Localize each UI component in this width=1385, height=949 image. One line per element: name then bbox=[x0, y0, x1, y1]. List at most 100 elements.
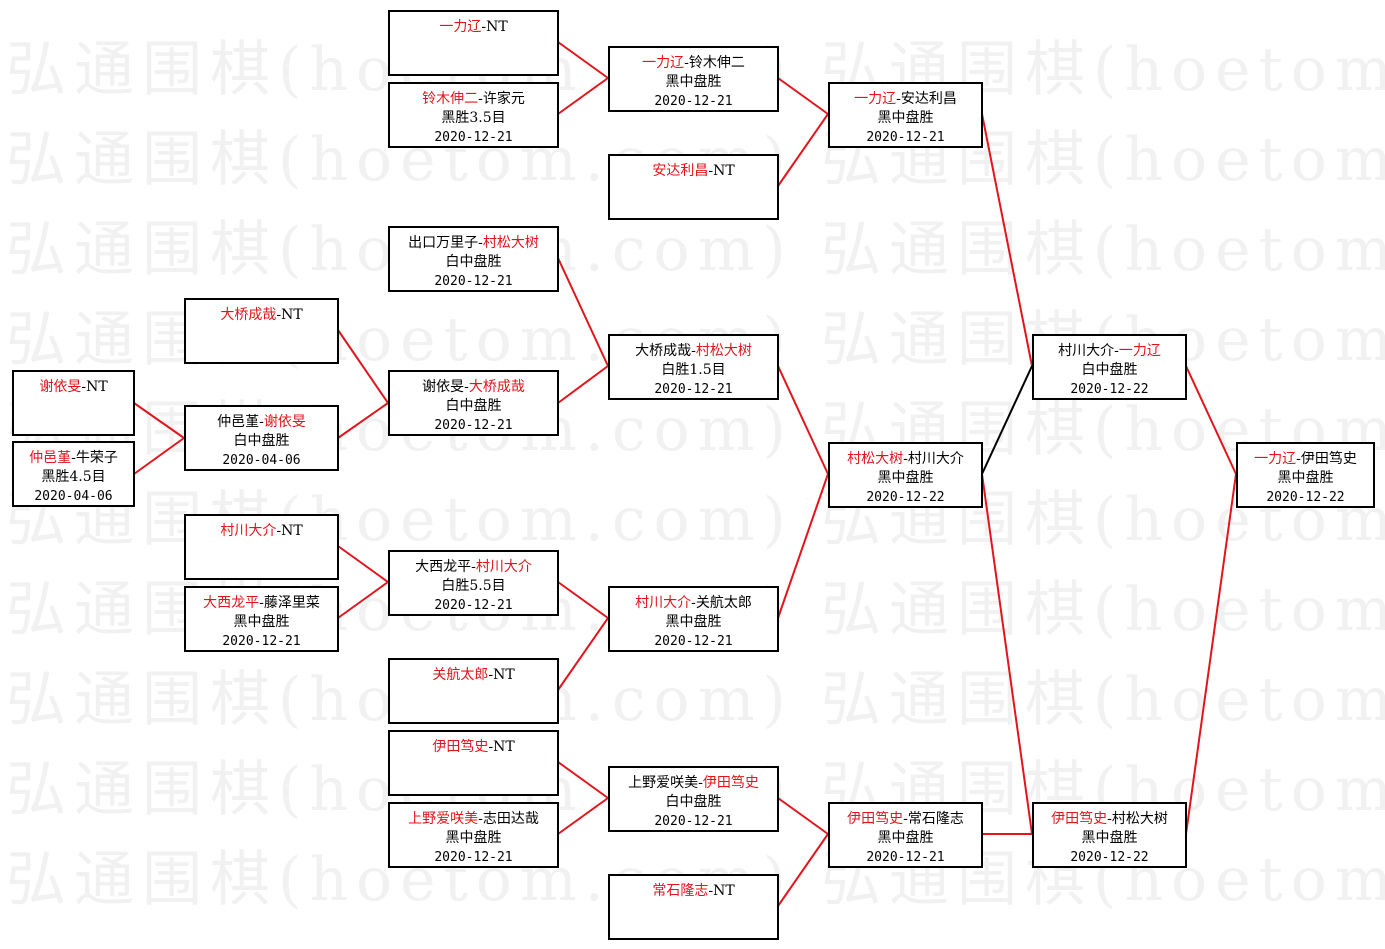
match-date bbox=[390, 56, 557, 75]
match-players: 常石隆志-NT bbox=[652, 883, 735, 899]
match-box: 村川大介-NT bbox=[184, 514, 339, 580]
player-two: 一力辽 bbox=[1118, 343, 1161, 359]
connector-line bbox=[557, 617, 609, 691]
match-box: 村松大树-村川大介 黑中盘胜 2020-12-22 bbox=[828, 442, 983, 508]
connector-line bbox=[337, 402, 389, 439]
player-one: 伊田笃史 bbox=[847, 811, 904, 827]
match-date: 2020-12-21 bbox=[866, 130, 945, 145]
match-result: 黑中盘胜 bbox=[665, 614, 722, 630]
player-one: 一力辽 bbox=[854, 91, 897, 107]
match-box: 上野爱咲美-伊田笃史 白中盘胜 2020-12-21 bbox=[608, 766, 779, 832]
player-two: 伊田笃史 bbox=[1300, 451, 1357, 467]
connector-line bbox=[777, 365, 829, 475]
match-result bbox=[610, 181, 777, 200]
match-players: 村松大树-村川大介 bbox=[847, 451, 964, 467]
player-one: 村川大介 bbox=[1058, 343, 1115, 359]
connector-line bbox=[777, 797, 829, 835]
match-result bbox=[390, 37, 557, 56]
match-result bbox=[186, 325, 337, 344]
player-two: 大桥成哉 bbox=[468, 379, 525, 395]
match-result: 白中盘胜 bbox=[445, 398, 502, 414]
match-box: 仲邑堇-牛荣子 黑胜4.5目 2020-04-06 bbox=[12, 441, 135, 507]
player-two: 牛荣子 bbox=[75, 450, 118, 466]
match-box: 大桥成哉-NT bbox=[184, 298, 339, 364]
match-date bbox=[610, 200, 777, 219]
match-players: 大桥成哉-NT bbox=[220, 307, 303, 323]
player-two: 藤泽里菜 bbox=[263, 595, 320, 611]
player-two: 村川大介 bbox=[475, 559, 532, 575]
match-result: 黑中盘胜 bbox=[1277, 470, 1334, 486]
match-players: 村川大介-一力辽 bbox=[1058, 343, 1161, 359]
player-two: 志田达哉 bbox=[482, 811, 539, 827]
connector-line bbox=[777, 473, 829, 619]
connector-line bbox=[557, 77, 609, 115]
match-box: 出口万里子-村松大树 白中盘胜 2020-12-21 bbox=[388, 226, 559, 292]
match-box: 一力辽-铃木伸二 黑中盘胜 2020-12-21 bbox=[608, 46, 779, 112]
player-one: 村川大介 bbox=[220, 523, 277, 539]
match-players: 村川大介-NT bbox=[220, 523, 303, 539]
connector-line bbox=[1185, 473, 1237, 835]
player-one: 一力辽 bbox=[439, 19, 482, 35]
match-box: 伊田笃史-NT bbox=[388, 730, 559, 796]
match-players: 谢依旻-NT bbox=[39, 379, 108, 395]
match-result: 白中盘胜 bbox=[233, 433, 290, 449]
connector-line bbox=[337, 329, 389, 404]
connector-line bbox=[133, 437, 185, 475]
match-result: 黑中盘胜 bbox=[1081, 830, 1138, 846]
player-one: 大西龙平 bbox=[415, 559, 472, 575]
match-players: 一力辽-NT bbox=[439, 19, 508, 35]
match-box: 大西龙平-村川大介 白胜5.5目 2020-12-21 bbox=[388, 550, 559, 616]
player-two: NT bbox=[281, 307, 303, 323]
connector-line bbox=[133, 402, 185, 439]
match-box: 谢依旻-大桥成哉 白中盘胜 2020-12-21 bbox=[388, 370, 559, 436]
match-result: 黑胜4.5目 bbox=[41, 469, 106, 485]
player-one: 大桥成哉 bbox=[635, 343, 692, 359]
match-players: 大西龙平-村川大介 bbox=[415, 559, 532, 575]
match-players: 大桥成哉-村松大树 bbox=[635, 343, 752, 359]
match-players: 仲邑堇-牛荣子 bbox=[29, 450, 118, 466]
match-date: 2020-12-21 bbox=[434, 850, 513, 865]
match-box: 关航太郎-NT bbox=[388, 658, 559, 724]
match-date: 2020-12-22 bbox=[1070, 850, 1149, 865]
player-one: 关航太郎 bbox=[432, 667, 489, 683]
match-players: 仲邑堇-谢依旻 bbox=[217, 414, 306, 430]
match-date bbox=[610, 920, 777, 939]
player-one: 村松大树 bbox=[847, 451, 904, 467]
match-date bbox=[14, 416, 133, 435]
player-two: NT bbox=[86, 379, 108, 395]
match-box: 铃木伸二-许家元 黑胜3.5目 2020-12-21 bbox=[388, 82, 559, 148]
match-date: 2020-12-21 bbox=[434, 130, 513, 145]
match-date: 2020-12-22 bbox=[1266, 490, 1345, 505]
match-players: 出口万里子-村松大树 bbox=[408, 235, 539, 251]
player-one: 上野爱咲美 bbox=[628, 775, 699, 791]
match-date: 2020-12-22 bbox=[866, 490, 945, 505]
match-box: 村川大介-一力辽 白中盘胜 2020-12-22 bbox=[1032, 334, 1187, 400]
match-box: 村川大介-关航太郎 黑中盘胜 2020-12-21 bbox=[608, 586, 779, 652]
match-result: 黑中盘胜 bbox=[877, 110, 934, 126]
player-one: 谢依旻 bbox=[422, 379, 465, 395]
match-box: 伊田笃史-常石隆志 黑中盘胜 2020-12-21 bbox=[828, 802, 983, 868]
match-date: 2020-12-22 bbox=[1070, 382, 1149, 397]
player-two: 关航太郎 bbox=[695, 595, 752, 611]
player-two: 安达利昌 bbox=[900, 91, 957, 107]
match-players: 安达利昌-NT bbox=[652, 163, 735, 179]
player-two: 伊田笃史 bbox=[702, 775, 759, 791]
match-players: 一力辽-铃木伸二 bbox=[642, 55, 745, 71]
match-box: 安达利昌-NT bbox=[608, 154, 779, 220]
match-players: 大西龙平-藤泽里菜 bbox=[203, 595, 320, 611]
player-one: 仲邑堇 bbox=[217, 414, 260, 430]
connector-line bbox=[557, 257, 609, 367]
match-result bbox=[186, 541, 337, 560]
match-date: 2020-12-21 bbox=[866, 850, 945, 865]
connector-line bbox=[337, 581, 389, 619]
match-result: 黑中盘胜 bbox=[445, 830, 502, 846]
match-result: 黑中盘胜 bbox=[877, 470, 934, 486]
connector-line bbox=[981, 473, 1033, 835]
match-date: 2020-12-21 bbox=[654, 382, 733, 397]
match-result bbox=[390, 685, 557, 704]
player-one: 仲邑堇 bbox=[29, 450, 72, 466]
match-players: 伊田笃史-NT bbox=[432, 739, 515, 755]
match-result bbox=[390, 757, 557, 776]
match-date: 2020-04-06 bbox=[34, 489, 113, 504]
